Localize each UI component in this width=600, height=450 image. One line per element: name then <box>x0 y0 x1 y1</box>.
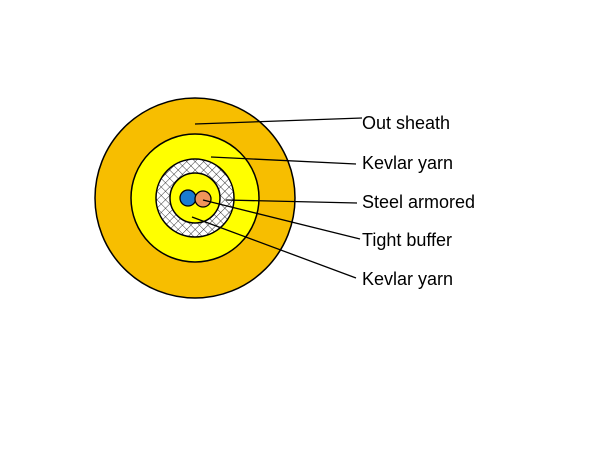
fiber-blue <box>179 189 197 207</box>
leader-line-out-sheath <box>194 117 363 125</box>
fiber-orange <box>194 190 212 208</box>
label-kevlar-yarn-outer: Kevlar yarn <box>362 153 453 173</box>
leader-line-steel-armored <box>225 199 358 204</box>
leader-line-tight-buffer <box>202 199 361 240</box>
label-kevlar-yarn-inner: Kevlar yarn <box>362 269 453 289</box>
label-steel-armored: Steel armored <box>362 192 475 212</box>
label-tight-buffer: Tight buffer <box>362 230 452 250</box>
leader-line-kevlar-inner <box>191 216 357 279</box>
leader-line-kevlar-outer <box>210 156 357 165</box>
label-out-sheath: Out sheath <box>362 113 450 133</box>
